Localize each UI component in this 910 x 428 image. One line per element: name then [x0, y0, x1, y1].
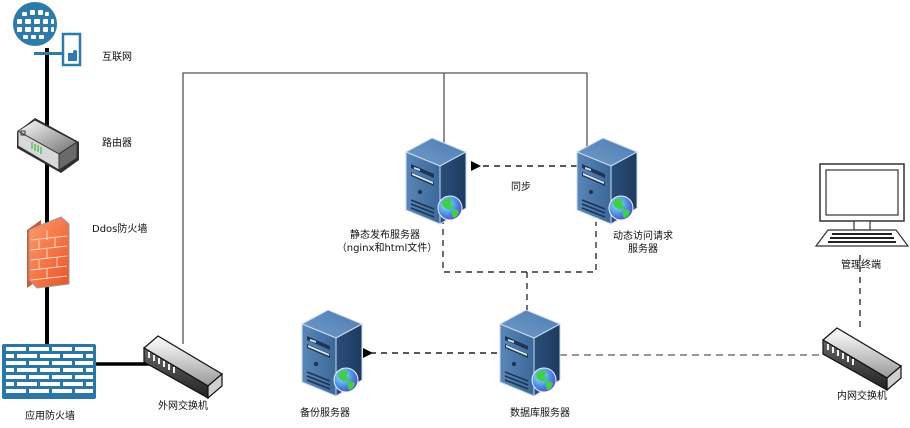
app-firewall-label: 应用防火墙	[25, 411, 75, 422]
backup-server-label: 备份服务器	[300, 408, 350, 419]
ddos-firewall-label: Ddos防火墙	[92, 224, 148, 235]
int-switch-label: 内网交换机	[837, 391, 887, 402]
sync-label: 同步	[511, 182, 531, 193]
brick-firewall-icon	[27, 216, 70, 289]
mgmt-terminal-label: 管理终端	[841, 260, 881, 271]
backup-server-icon	[301, 309, 363, 397]
dynamic-server-sublabel: 服务器	[628, 244, 658, 255]
router-label: 路由器	[102, 138, 132, 149]
link-servers-db	[442, 218, 597, 273]
int-switch-icon	[822, 327, 902, 391]
link-extswitch-servers	[182, 72, 588, 344]
dynamic-server-icon	[576, 137, 638, 225]
static-server-sublabel: （nginx和html文件）	[336, 243, 438, 254]
ext-switch-label: 外网交换机	[158, 401, 208, 412]
static-server-label: 静态发布服务器	[350, 230, 420, 241]
router-icon	[17, 118, 79, 173]
internet-label: 互联网	[102, 52, 132, 63]
globe-icon	[13, 2, 82, 67]
dynamic-server-label: 动态访问请求	[613, 231, 673, 242]
db-server-icon	[499, 309, 561, 397]
ext-switch-icon	[143, 335, 223, 399]
db-server-label: 数据库服务器	[510, 408, 570, 419]
firewall-icon	[2, 344, 96, 399]
laptop-icon	[814, 163, 910, 247]
static-server-icon	[405, 137, 467, 225]
